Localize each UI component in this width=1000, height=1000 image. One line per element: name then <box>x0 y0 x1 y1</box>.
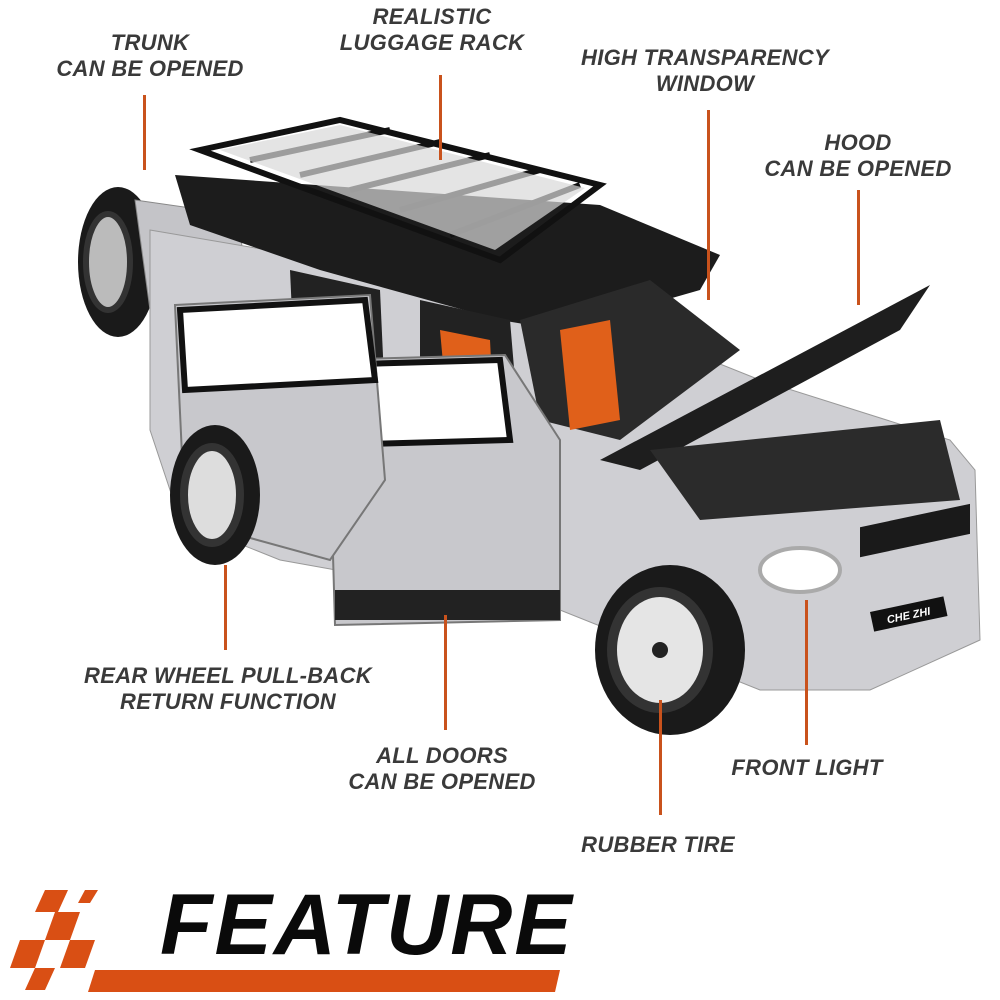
doors-label-line1: ALL DOORS <box>376 743 508 768</box>
front-light-callout-line <box>805 600 808 745</box>
front-light-label: FRONT LIGHT <box>731 755 883 780</box>
seat <box>560 320 620 430</box>
trunk-label: TRUNK CAN BE OPENED <box>56 30 243 82</box>
hood-callout-line <box>857 190 860 305</box>
luggage-rack-label-line2: LUGGAGE RACK <box>339 30 525 55</box>
luggage-rack-label: REALISTIC LUGGAGE RACK <box>340 4 525 56</box>
trunk-label-line2: CAN BE OPENED <box>56 56 244 81</box>
hood-label: HOOD CAN BE OPENED <box>764 130 951 182</box>
headlight <box>758 546 842 594</box>
window-label: HIGH TRANSPARENCY WINDOW <box>581 45 829 97</box>
trunk-label-line1: TRUNK <box>110 30 190 55</box>
license-plate <box>870 596 948 632</box>
window-label-line1: HIGH TRANSPARENCY <box>581 45 829 70</box>
trunk-callout-line <box>143 95 146 170</box>
rear-wheel-label-line2: RETURN FUNCTION <box>120 689 336 714</box>
rack-callout-line <box>439 75 442 160</box>
engine-bay <box>650 420 960 520</box>
open-hood <box>600 285 930 470</box>
toy-car-image: CHE ZHI <box>78 116 981 735</box>
hood-label-line1: HOOD <box>824 130 892 155</box>
rear-wheel-callout-line <box>224 565 227 650</box>
rear-wheel-label-line1: REAR WHEEL PULL-BACK <box>84 663 372 688</box>
doors-label-line2: CAN BE OPENED <box>348 769 536 794</box>
window-label-line2: WINDOW <box>655 71 755 96</box>
banner-title: FEATURE <box>160 877 574 973</box>
hood-label-line2: CAN BE OPENED <box>764 156 952 181</box>
checkered-flag-logo <box>10 890 560 992</box>
rear-wheel-label: REAR WHEEL PULL-BACK RETURN FUNCTION <box>84 663 372 715</box>
banner-underline <box>88 970 560 992</box>
tire-label: RUBBER TIRE <box>581 832 735 857</box>
doors-callout-line <box>444 615 447 730</box>
luggage-rack-label-line1: REALISTIC <box>372 4 492 29</box>
tire-callout-line <box>659 700 662 815</box>
car-roof <box>175 175 720 330</box>
window-callout-line <box>707 110 710 300</box>
doors-label: ALL DOORS CAN BE OPENED <box>348 743 535 795</box>
